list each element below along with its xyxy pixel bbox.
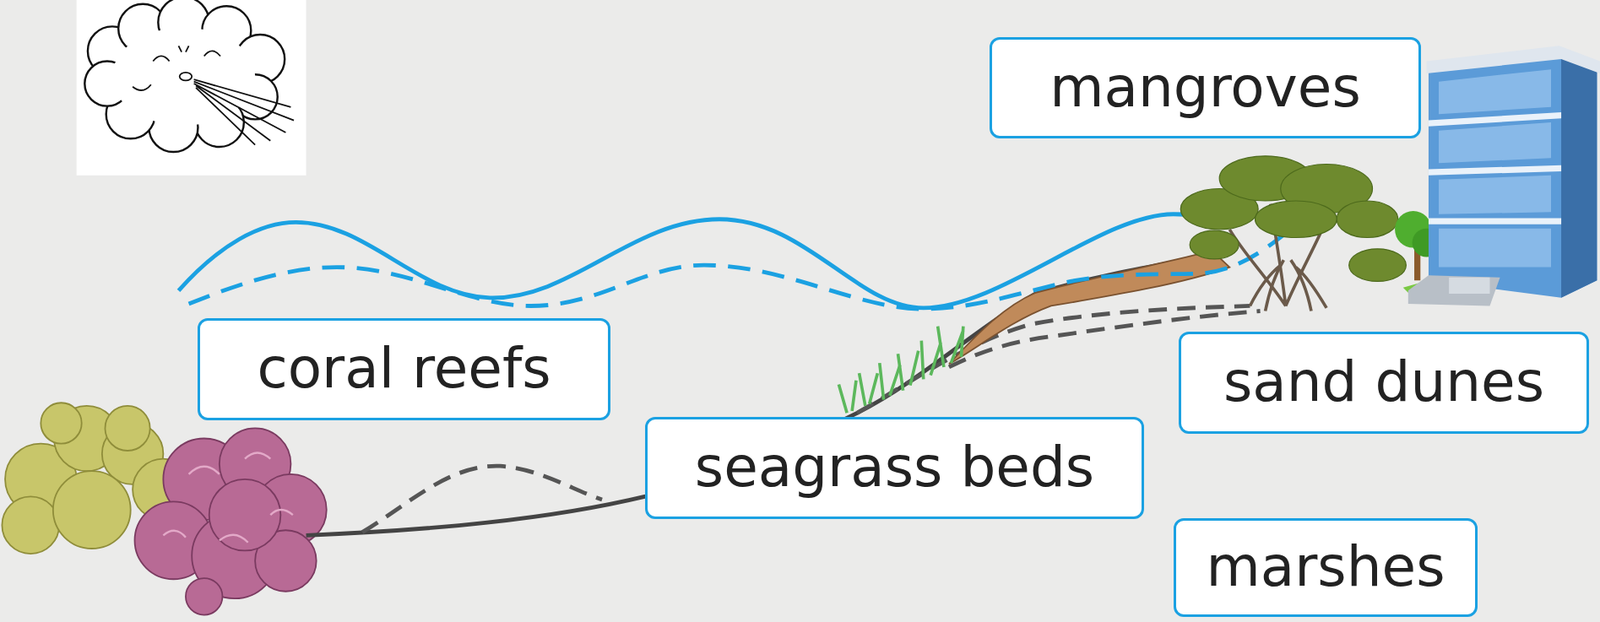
habitat-box: mangroves [989, 37, 1422, 139]
habitat-label: seagrass beds [694, 437, 1095, 499]
habitat-box: marshes [1173, 518, 1478, 618]
wind-cloud-icon [76, 0, 307, 176]
wave-solid [178, 214, 1240, 309]
seagrass-illustration [838, 326, 963, 414]
habitat-label: marshes [1205, 536, 1445, 599]
habitat-box: coral reefs [197, 318, 611, 421]
habitat-label: sand dunes [1223, 352, 1545, 414]
habitat-label: mangroves [1049, 57, 1362, 120]
wave-dashed [189, 214, 1312, 310]
habitat-box: seagrass beds [645, 417, 1145, 520]
building-icon [1408, 45, 1600, 306]
habitat-label: coral reefs [256, 338, 551, 401]
habitat-box: sand dunes [1178, 331, 1590, 434]
coral-illustration [1, 402, 326, 615]
mangrove-illustration [1180, 156, 1406, 312]
